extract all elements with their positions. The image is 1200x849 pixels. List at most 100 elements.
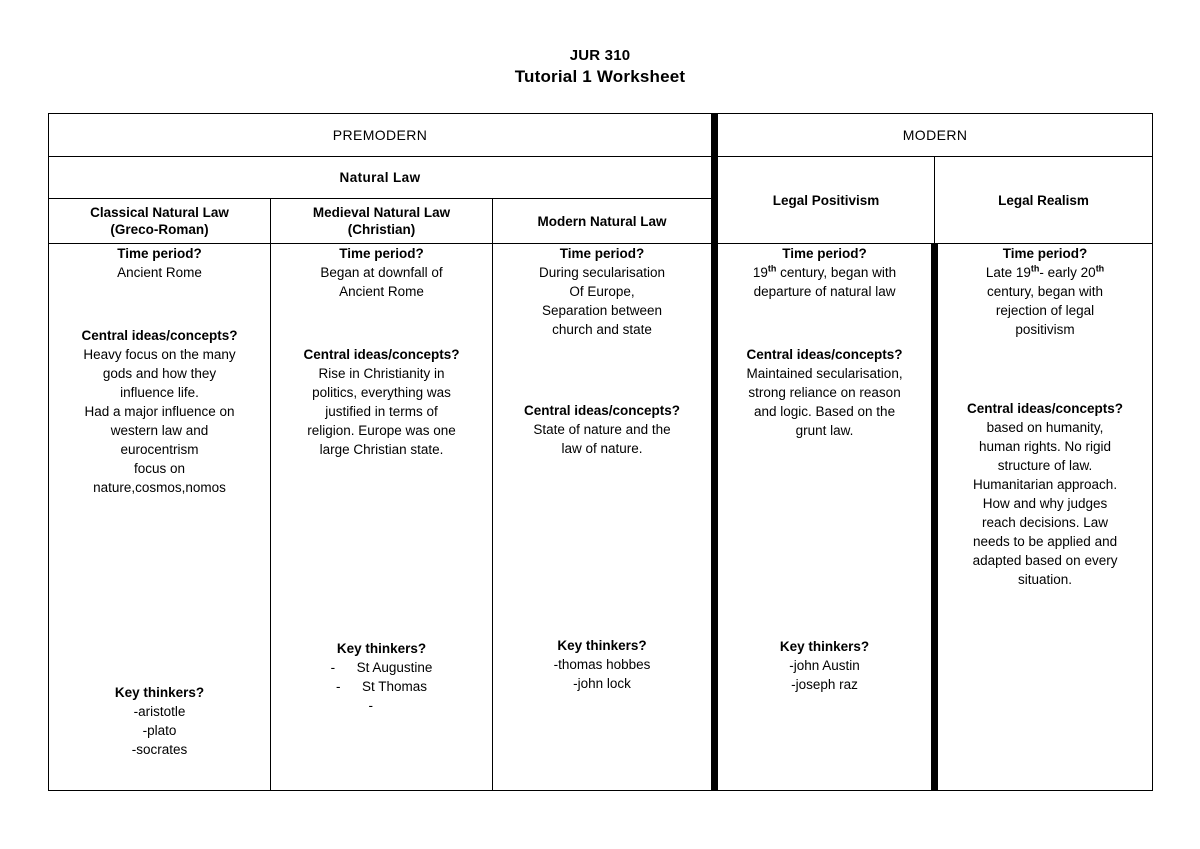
spacer <box>271 301 492 345</box>
section-question: Central ideas/concepts? <box>303 347 460 362</box>
section-answer-line: Ancient Rome <box>339 284 424 299</box>
section-answer-line: rejection of legal <box>995 303 1095 318</box>
section-answer-line: -john lock <box>573 676 631 691</box>
section-time-period: Time period? Ancient Rome <box>49 244 270 282</box>
list-item: - <box>271 696 492 715</box>
section-answer-line: -plato <box>142 723 177 738</box>
section-answer-line: influence life. <box>120 385 199 400</box>
section-question: Key thinkers? <box>779 639 870 654</box>
section-answer-line: strong reliance on reason <box>748 385 901 400</box>
section-answer-line: justified in terms of <box>325 404 438 419</box>
section-answer-line: 19th century, began with <box>752 263 897 280</box>
section-central-ideas: Central ideas/concepts? State of nature … <box>493 401 711 458</box>
column-header-medieval-natural-law: Medieval Natural Law (Christian) <box>270 198 493 244</box>
section-answer-line: -thomas hobbes <box>553 657 651 672</box>
section-answer-line: religion. Europe was one <box>307 423 456 438</box>
family-header-natural-law: Natural Law <box>47 156 719 199</box>
section-answer-line: nature,cosmos,nomos <box>93 480 226 495</box>
dash-marker: - <box>368 698 374 713</box>
section-answer-line: Late 19th- early 20th <box>985 263 1105 280</box>
era-header-premodern: PREMODERN <box>47 113 719 157</box>
category-header-legal-realism: Legal Realism <box>934 156 1154 244</box>
spacer <box>49 497 270 683</box>
comparison-table: PREMODERN MODERN Natural Law Legal Posit… <box>47 113 1154 791</box>
cell-modern-natural-law: Time period? During secularisation Of Eu… <box>491 243 719 791</box>
column-header-line2: (Greco-Roman) <box>110 222 209 237</box>
column-header-classical-natural-law: Classical Natural Law (Greco-Roman) <box>48 198 271 244</box>
section-answer-line: western law and <box>110 423 209 438</box>
cell-legal-realism: Time period? Late 19th- early 20th centu… <box>931 243 1154 791</box>
spacer <box>718 301 931 345</box>
section-answer-line: century, began with <box>986 284 1104 299</box>
section-answer-line: adapted based on every <box>972 553 1118 568</box>
column-header-line1: Modern Natural Law <box>537 213 667 229</box>
section-central-ideas: Central ideas/concepts? Heavy focus on t… <box>49 326 270 497</box>
section-answer-line: large Christian state. <box>319 442 444 457</box>
section-time-period: Time period? Late 19th- early 20th centu… <box>938 244 1152 339</box>
section-answer-line: State of nature and the <box>533 422 671 437</box>
section-key-thinkers: Key thinkers? -aristotle -plato -socrate… <box>49 683 270 759</box>
column-header-modern-natural-law: Modern Natural Law <box>491 198 719 244</box>
section-answer-line: Separation between <box>541 303 663 318</box>
column-header-line2: (Christian) <box>347 222 416 237</box>
section-answer-line: Ancient Rome <box>117 265 202 280</box>
content-row: Time period? Ancient Rome Central ideas/… <box>48 243 1154 791</box>
course-code: JUR 310 <box>569 47 631 64</box>
spacer <box>49 282 270 326</box>
section-answer-line: departure of natural law <box>753 284 896 299</box>
section-key-thinkers: Key thinkers? -St Augustine -St Thomas - <box>271 639 492 715</box>
section-answer-line: -joseph raz <box>791 677 858 692</box>
cell-medieval-natural-law: Time period? Began at downfall of Ancien… <box>270 243 493 791</box>
list-item: -St Thomas <box>271 677 492 696</box>
section-answer-line: During secularisation <box>538 265 666 280</box>
document-title-block: JUR 310 Tutorial 1 Worksheet <box>0 46 1200 88</box>
section-answer-line: situation. <box>1018 572 1073 587</box>
dash-marker: - <box>330 660 336 675</box>
cell-classical-natural-law: Time period? Ancient Rome Central ideas/… <box>48 243 271 791</box>
section-answer-line: Heavy focus on the many <box>83 347 236 362</box>
section-answer-line: positivism <box>1015 322 1075 337</box>
section-answer-line: -john Austin <box>789 658 860 673</box>
dash-marker: - <box>335 679 341 694</box>
section-answer-line: -aristotle <box>133 704 186 719</box>
column-header-line1: Medieval Natural Law <box>312 205 451 220</box>
ordinal-suffix: th <box>767 263 777 274</box>
section-question: Time period? <box>782 246 867 261</box>
list-item-label: St Augustine <box>356 660 433 675</box>
list-item: - St Augustine <box>271 658 492 677</box>
ordinal-suffix: th <box>1095 263 1105 274</box>
section-answer-line: focus on <box>133 461 186 476</box>
section-key-thinkers: Key thinkers? -thomas hobbes -john lock <box>493 636 711 693</box>
section-question: Time period? <box>1002 246 1088 261</box>
section-question: Central ideas/concepts? <box>746 347 903 362</box>
spacer <box>718 440 931 637</box>
section-answer-line: and logic. Based on the <box>753 404 896 419</box>
cell-legal-positivism: Time period? 19th century, began with de… <box>714 243 936 791</box>
section-answer-line: Humanitarian approach. <box>972 477 1118 492</box>
comparison-table-wrapper: PREMODERN MODERN Natural Law Legal Posit… <box>47 113 1154 791</box>
era-header-row: PREMODERN MODERN <box>47 113 1154 157</box>
section-answer-line: gods and how they <box>102 366 217 381</box>
section-answer-line: needs to be applied and <box>972 534 1118 549</box>
category-header-legal-positivism: Legal Positivism <box>714 156 936 244</box>
section-question: Key thinkers? <box>557 638 647 653</box>
section-answer-line: human rights. No rigid <box>979 439 1112 454</box>
section-answer-line: politics, everything was <box>312 385 451 400</box>
column-header-line1: Classical Natural Law <box>90 205 229 220</box>
section-answer-line: law of nature. <box>561 441 643 456</box>
spacer <box>271 459 492 639</box>
section-question: Central ideas/concepts? <box>81 328 238 343</box>
section-answer-line: How and why judges <box>982 496 1108 511</box>
ordinal-suffix: th <box>1030 263 1040 274</box>
section-answer-line: reach decisions. Law <box>981 515 1109 530</box>
section-key-thinkers: Key thinkers? -john Austin -joseph raz <box>718 637 931 694</box>
section-question: Central ideas/concepts? <box>967 401 1124 416</box>
section-question: Time period? <box>339 246 424 261</box>
family-header-row: Natural Law Legal Positivism Legal Reali… <box>47 156 1154 244</box>
section-answer-line: -socrates <box>131 742 188 757</box>
section-answer-line: grunt law. <box>795 423 854 438</box>
section-answer-line: church and state <box>552 322 652 337</box>
section-time-period: Time period? Began at downfall of Ancien… <box>271 244 492 301</box>
section-question: Key thinkers? <box>114 685 205 700</box>
